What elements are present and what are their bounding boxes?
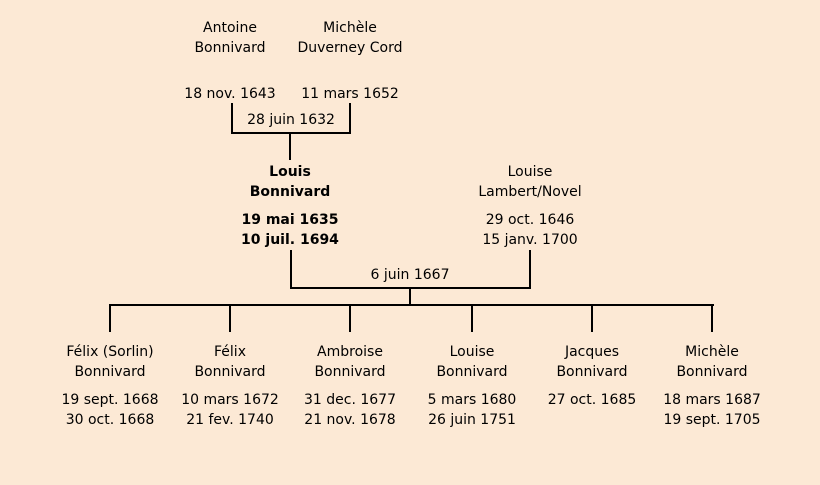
date-line: 21 nov. 1678 [304,412,396,428]
name-line: Félix (Sorlin) [66,344,154,360]
connector-child-6-drop [711,304,713,332]
name-line: Duverney Cord [297,40,403,56]
person-node-michele-bonnivard[interactable]: Michèle Bonnivard 18 mars 1687 19 sept. … [652,342,772,430]
date-line: 11 mars 1652 [301,86,399,102]
date-line: 10 juil. 1694 [241,232,339,248]
date-line: 31 dec. 1677 [304,392,396,408]
name-line: Bonnivard [556,364,628,380]
person-node-louise-lambert-novel[interactable]: Louise Lambert/Novel 29 oct. 1646 15 jan… [470,162,590,250]
date-line: 26 juin 1751 [428,412,516,428]
name-line: Bonnivard [194,40,266,56]
name-line: Bonnivard [249,184,331,200]
person-dates: 10 mars 1672 21 fev. 1740 [170,390,290,430]
person-dates: 11 mars 1652 [290,84,410,104]
name-line: Lambert/Novel [478,184,582,200]
person-dates: 27 oct. 1685 [532,390,652,410]
person-name: Louis Bonnivard [230,162,350,202]
person-node-jacques-bonnivard[interactable]: Jacques Bonnivard 27 oct. 1685 [532,342,652,410]
date-line: 19 mai 1635 [241,212,339,228]
connector-child-2-drop [229,304,231,332]
person-dates: 18 nov. 1643 [170,84,290,104]
person-name: Ambroise Bonnivard [290,342,410,382]
name-line: Bonnivard [676,364,748,380]
person-name: Antoine Bonnivard [170,18,290,58]
person-dates: 29 oct. 1646 15 janv. 1700 [470,210,590,250]
name-line: Félix [214,344,246,360]
connector-child-1-drop [109,304,111,332]
name-line: Louis [269,164,311,180]
person-name: Félix Bonnivard [170,342,290,382]
connector-child-3-drop [349,304,351,332]
connector-child-4-drop [471,304,473,332]
person-name: Jacques Bonnivard [532,342,652,382]
connector-children-bus [109,304,714,306]
name-line: Michèle [685,344,739,360]
person-node-antoine-bonnivard[interactable]: Antoine Bonnivard 18 nov. 1643 [170,18,290,104]
date-line: 15 janv. 1700 [482,232,578,248]
person-node-felix-bonnivard[interactable]: Félix Bonnivard 10 mars 1672 21 fev. 174… [170,342,290,430]
date-line: 5 mars 1680 [427,392,517,408]
connector-child-5-drop [591,304,593,332]
person-name: Louise Bonnivard [412,342,532,382]
person-dates: 19 mai 1635 10 juil. 1694 [230,210,350,250]
person-name: Michèle Bonnivard [652,342,772,382]
name-line: Bonnivard [194,364,266,380]
connector-g2-to-children [409,287,411,306]
date-line: 27 oct. 1685 [547,392,637,408]
name-line: Louise [449,344,495,360]
date-line: 30 oct. 1668 [65,412,155,428]
name-line: Louise [507,164,553,180]
connector-g1-husband-drop [231,103,233,134]
person-dates: 18 mars 1687 19 sept. 1705 [652,390,772,430]
person-dates: 19 sept. 1668 30 oct. 1668 [50,390,170,430]
person-name: Louise Lambert/Novel [470,162,590,202]
name-line: Bonnivard [436,364,508,380]
date-line: 19 sept. 1705 [663,412,761,428]
date-line: 29 oct. 1646 [485,212,575,228]
person-node-louise-bonnivard[interactable]: Louise Bonnivard 5 mars 1680 26 juin 175… [412,342,532,430]
name-line: Bonnivard [314,364,386,380]
date-line: 18 nov. 1643 [184,86,276,102]
person-node-michele-duverney-cord[interactable]: Michèle Duverney Cord 11 mars 1652 [290,18,410,104]
connector-g2-wife-drop [529,250,531,289]
name-line: Ambroise [317,344,383,360]
connector-g1-marriage-bar [231,132,351,134]
connector-g1-wife-drop [349,103,351,134]
person-name: Félix (Sorlin) Bonnivard [50,342,170,382]
name-line: Antoine [203,20,257,36]
person-dates: 5 mars 1680 26 juin 1751 [412,390,532,430]
date-line: 21 fev. 1740 [186,412,274,428]
date-line: 18 mars 1687 [663,392,761,408]
person-name: Michèle Duverney Cord [290,18,410,58]
date-line: 10 mars 1672 [181,392,279,408]
person-node-louis-bonnivard[interactable]: Louis Bonnivard 19 mai 1635 10 juil. 169… [230,162,350,250]
connector-g1-to-child [289,132,291,160]
person-node-felix-sorlin-bonnivard[interactable]: Félix (Sorlin) Bonnivard 19 sept. 1668 3… [50,342,170,430]
name-line: Jacques [564,344,620,360]
g2-marriage-date-label: 6 juin 1667 [370,267,450,283]
connector-g2-husband-drop [290,250,292,289]
person-dates: 31 dec. 1677 21 nov. 1678 [290,390,410,430]
name-line: Bonnivard [74,364,146,380]
g1-marriage-date-label: 28 juin 1632 [247,112,335,128]
person-node-ambroise-bonnivard[interactable]: Ambroise Bonnivard 31 dec. 1677 21 nov. … [290,342,410,430]
name-line: Michèle [323,20,377,36]
date-line: 19 sept. 1668 [61,392,159,408]
